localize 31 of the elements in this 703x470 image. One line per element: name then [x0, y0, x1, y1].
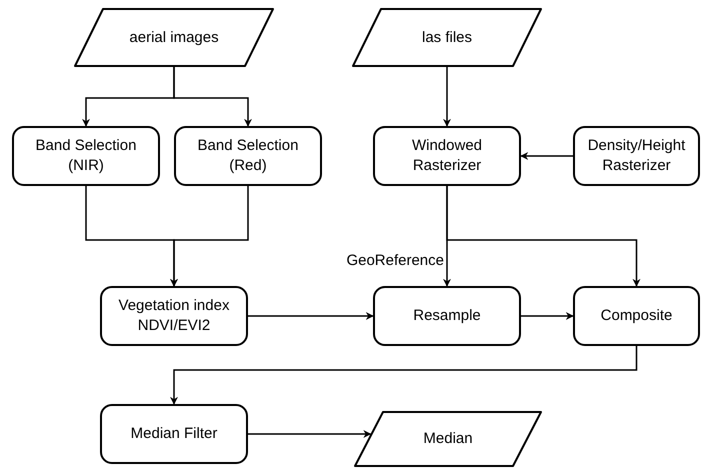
arrow — [248, 312, 374, 320]
process-box — [573, 126, 700, 186]
node-text: Windowed Rasterizer — [410, 136, 484, 176]
arrow — [443, 67, 451, 127]
process-box — [100, 286, 248, 346]
node-text: aerial images — [129, 28, 219, 48]
arrow — [170, 346, 638, 405]
process-box — [373, 126, 521, 186]
process-box — [12, 126, 160, 186]
node-text: Band Selection (NIR) — [34, 136, 138, 176]
process-box — [373, 286, 521, 346]
process-box — [174, 126, 322, 186]
node-text: Median Filter — [130, 424, 218, 444]
data-parallelogram — [354, 411, 542, 467]
arrow — [446, 186, 640, 287]
arrow — [248, 430, 372, 438]
node-text: Vegetation index NDVI/EVI2 — [118, 296, 230, 336]
node-text: Resample — [413, 306, 481, 326]
process-box — [100, 404, 248, 464]
arrow — [170, 186, 249, 287]
data-parallelogram — [74, 8, 274, 67]
node-text: Median — [423, 429, 473, 449]
node-text: las files — [422, 28, 472, 48]
arrow — [521, 312, 574, 320]
process-box — [573, 286, 700, 346]
data-parallelogram — [352, 8, 542, 67]
node-text: Composite — [600, 306, 672, 326]
node-text: Band Selection (Red) — [196, 136, 300, 176]
arrow — [520, 152, 573, 160]
node-text: Density/Height Rasterizer — [587, 136, 686, 176]
arrow — [173, 67, 252, 127]
